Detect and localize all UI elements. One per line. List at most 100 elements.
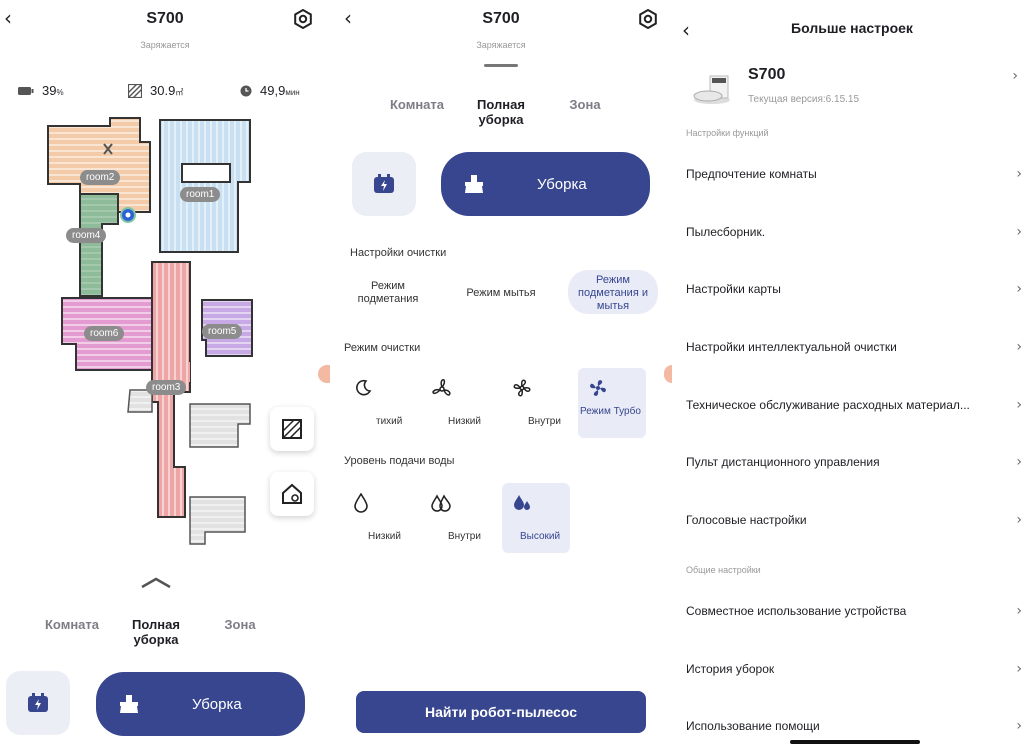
back-button[interactable]: ‹ <box>344 6 352 30</box>
moon-icon <box>356 379 372 396</box>
room-label-room5[interactable]: room5 <box>202 324 243 339</box>
device-title: S700 <box>146 10 184 27</box>
water-high[interactable]: Высокий <box>502 483 570 553</box>
function-settings-heading: Настройки функций <box>686 128 769 138</box>
settings-row-clean-history[interactable]: История уборок› <box>686 649 1022 689</box>
tab-room[interactable]: Комната <box>390 97 444 112</box>
chevron-right-icon: › <box>1016 397 1022 413</box>
home-dock-button[interactable] <box>270 472 314 516</box>
mode-low[interactable]: Низкий <box>432 368 500 438</box>
room-label-room4[interactable]: room4 <box>66 228 107 243</box>
device-name: S700 <box>748 66 786 83</box>
clock-icon <box>240 85 252 96</box>
water-level-heading: Уровень подачи воды <box>344 455 455 467</box>
home-settings-icon <box>282 483 302 504</box>
settings-row-dust-bin[interactable]: Пылесборник.› <box>686 212 1022 252</box>
back-button[interactable]: ‹ <box>4 6 12 30</box>
settings-row-help[interactable]: Использование помощи› <box>686 706 1022 746</box>
row-label: Предпочтение комнаты <box>686 167 817 181</box>
row-label: Голосовые настройки <box>686 513 807 527</box>
room-label-room1[interactable]: room1 <box>180 187 221 202</box>
broom-icon <box>465 175 483 193</box>
settings-gear-icon[interactable] <box>638 9 658 29</box>
page-title: Больше настроек <box>791 20 913 36</box>
time-value: 49,9 <box>260 83 286 98</box>
water-low-label: Низкий <box>368 531 401 542</box>
sweep-mop-mode-option[interactable]: Режим подметания и мытья <box>568 270 658 314</box>
home-indicator[interactable] <box>790 740 920 744</box>
broom-icon <box>120 695 138 713</box>
hall-area-3 <box>127 389 153 413</box>
home-panel: ‹ S700 Заряжается 39% 30.9㎡ 49,9мин <box>0 0 330 749</box>
row-label: Настройки интеллектуальной очистки <box>686 340 897 354</box>
start-clean-button[interactable]: Уборка <box>96 672 305 736</box>
settings-gear-icon[interactable] <box>293 9 313 29</box>
tab-full-clean[interactable]: Полная уборка <box>477 97 525 127</box>
settings-row-voice[interactable]: Голосовые настройки› <box>686 500 1022 540</box>
tab-zone[interactable]: Зона <box>224 617 256 632</box>
tab-zone[interactable]: Зона <box>569 97 601 112</box>
hall-area-1 <box>189 403 251 448</box>
settings-row-map[interactable]: Настройки карты› <box>686 269 1022 309</box>
mode-medium[interactable]: Внутри <box>508 368 576 438</box>
room2-area[interactable] <box>47 117 151 213</box>
battery-stat: 39% <box>18 83 64 98</box>
recharge-button[interactable] <box>352 152 416 216</box>
start-clean-button[interactable]: Уборка <box>441 152 650 216</box>
mode-tabs: Комната Полная уборка Зона <box>376 97 626 127</box>
room1-area[interactable] <box>159 119 251 253</box>
area-edit-icon <box>282 419 302 439</box>
start-clean-label: Уборка <box>537 175 587 193</box>
chevron-right-icon: › <box>1016 281 1022 297</box>
water-low[interactable]: Низкий <box>348 483 416 553</box>
time-unit: мин <box>285 88 300 97</box>
row-label: Пылесборник. <box>686 225 766 239</box>
water-medium[interactable]: Внутри <box>430 483 498 553</box>
more-settings-panel: ‹ Больше настроек S700 Текущая версия:6.… <box>672 0 1024 749</box>
cleaning-settings-heading: Настройки очистки <box>350 247 447 259</box>
charge-icon <box>28 693 48 712</box>
settings-row-room-preference[interactable]: Предпочтение комнаты› <box>686 154 1022 194</box>
general-settings-heading: Общие настройки <box>686 565 761 575</box>
recharge-button[interactable] <box>6 671 70 735</box>
settings-row-maintenance[interactable]: Техническое обслуживание расходных матер… <box>686 385 1022 425</box>
mode-quiet-label: тихий <box>376 416 403 427</box>
tab-full-clean[interactable]: Полная уборка <box>132 617 180 647</box>
mode-turbo[interactable]: Режим Турбо <box>578 368 646 438</box>
area-unit: ㎡ <box>175 88 184 97</box>
device-info-row[interactable]: S700 Текущая версия:6.15.15 › <box>682 62 1022 112</box>
dock-icon <box>103 143 113 155</box>
battery-unit: % <box>56 88 64 97</box>
area-stat: 30.9㎡ <box>128 83 183 98</box>
edge-indicator <box>318 365 330 383</box>
edit-map-button[interactable] <box>270 407 314 451</box>
chevron-right-icon: › <box>1016 339 1022 355</box>
back-button[interactable]: ‹ <box>682 18 690 42</box>
battery-icon <box>18 86 34 95</box>
mode-low-label: Низкий <box>448 416 481 427</box>
settings-row-device-sharing[interactable]: Совместное использование устройства› <box>686 591 1022 631</box>
settings-row-smart-clean[interactable]: Настройки интеллектуальной очистки › <box>686 327 1022 367</box>
drop-icon <box>354 493 368 513</box>
room-label-room3[interactable]: room3 <box>146 380 187 395</box>
find-robot-button[interactable]: Найти робот-пылесос <box>356 691 646 733</box>
charge-icon <box>374 174 394 193</box>
area-value: 30.9 <box>150 83 176 98</box>
start-clean-label: Уборка <box>192 695 242 713</box>
settings-row-remote-control[interactable]: Пульт дистанционного управления › <box>686 442 1022 482</box>
floor-map[interactable] <box>40 112 260 552</box>
mode-quiet[interactable]: тихий <box>346 368 414 438</box>
expand-chevron-icon[interactable] <box>140 577 172 589</box>
room-label-room6[interactable]: room6 <box>84 326 125 341</box>
fan-medium-icon <box>513 379 531 397</box>
mop-mode-option[interactable]: Режим мытья <box>466 287 536 299</box>
sheet-drag-handle[interactable] <box>484 64 518 67</box>
tab-room[interactable]: Комната <box>45 617 99 632</box>
sweep-mode-option[interactable]: Режим подметания <box>357 280 419 306</box>
chevron-right-icon: › <box>1016 454 1022 470</box>
room-label-room2[interactable]: room2 <box>80 170 121 185</box>
water-medium-label: Внутри <box>448 531 481 542</box>
mode-medium-label: Внутри <box>528 416 561 427</box>
room4-area[interactable] <box>79 193 119 297</box>
row-label: Пульт дистанционного управления <box>686 455 880 469</box>
